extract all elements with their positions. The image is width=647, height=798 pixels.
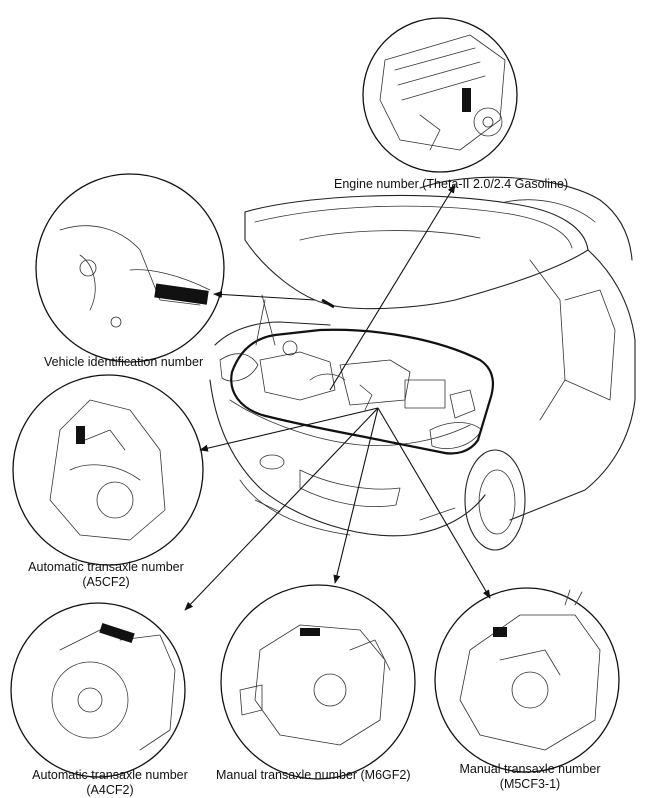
vin-plate [154, 283, 209, 305]
a4cf2-detail-circle [10, 602, 186, 778]
vin-detail-circle [35, 173, 225, 363]
arrow-to-a4cf2 [184, 407, 379, 611]
leader-arrows [184, 184, 491, 611]
engine-detail-circle [362, 17, 518, 173]
vin-label: Vehicle identification number [44, 355, 204, 369]
m5cf3-detail-circle [434, 587, 620, 773]
m6gf2-number-plate [300, 628, 320, 636]
arrow-to-m5cf3 [377, 407, 491, 599]
a5cf2-label: Automatic transaxle number (A5CF2) [22, 560, 190, 590]
engine-number-label: Engine number (Theta-II 2.0/2.4 Gasoline… [334, 177, 569, 191]
car-illustration [209, 176, 636, 551]
arrow-to-vin [213, 290, 316, 301]
a4cf2-label-line2: (A4CF2) [86, 783, 134, 797]
m5cf3-number-plate [493, 627, 507, 637]
a4cf2-label-line1: Automatic transaxle number [32, 768, 188, 782]
m5cf3-label-line2: (M5CF3-1) [499, 777, 561, 791]
a4cf2-number-plate [99, 622, 135, 644]
engine-number-plate [462, 88, 471, 112]
m5cf3-label: Manual transaxle number (M5CF3-1) [455, 762, 605, 792]
m6gf2-label: Manual transaxle number (M6GF2) [216, 768, 411, 782]
a5cf2-detail-circle [12, 374, 204, 566]
arrow-to-a5cf2 [199, 407, 379, 452]
a5cf2-label-line1: Automatic transaxle number [28, 560, 184, 574]
arrow-to-m6gf2 [333, 407, 379, 584]
a5cf2-label-line2: (A5CF2) [82, 575, 130, 589]
a4cf2-label: Automatic transaxle number (A4CF2) [26, 768, 194, 798]
a5cf2-number-plate [76, 426, 85, 444]
arrow-to-engine [329, 184, 456, 391]
m6gf2-detail-circle [220, 584, 416, 780]
m5cf3-label-line1: Manual transaxle number [459, 762, 601, 776]
